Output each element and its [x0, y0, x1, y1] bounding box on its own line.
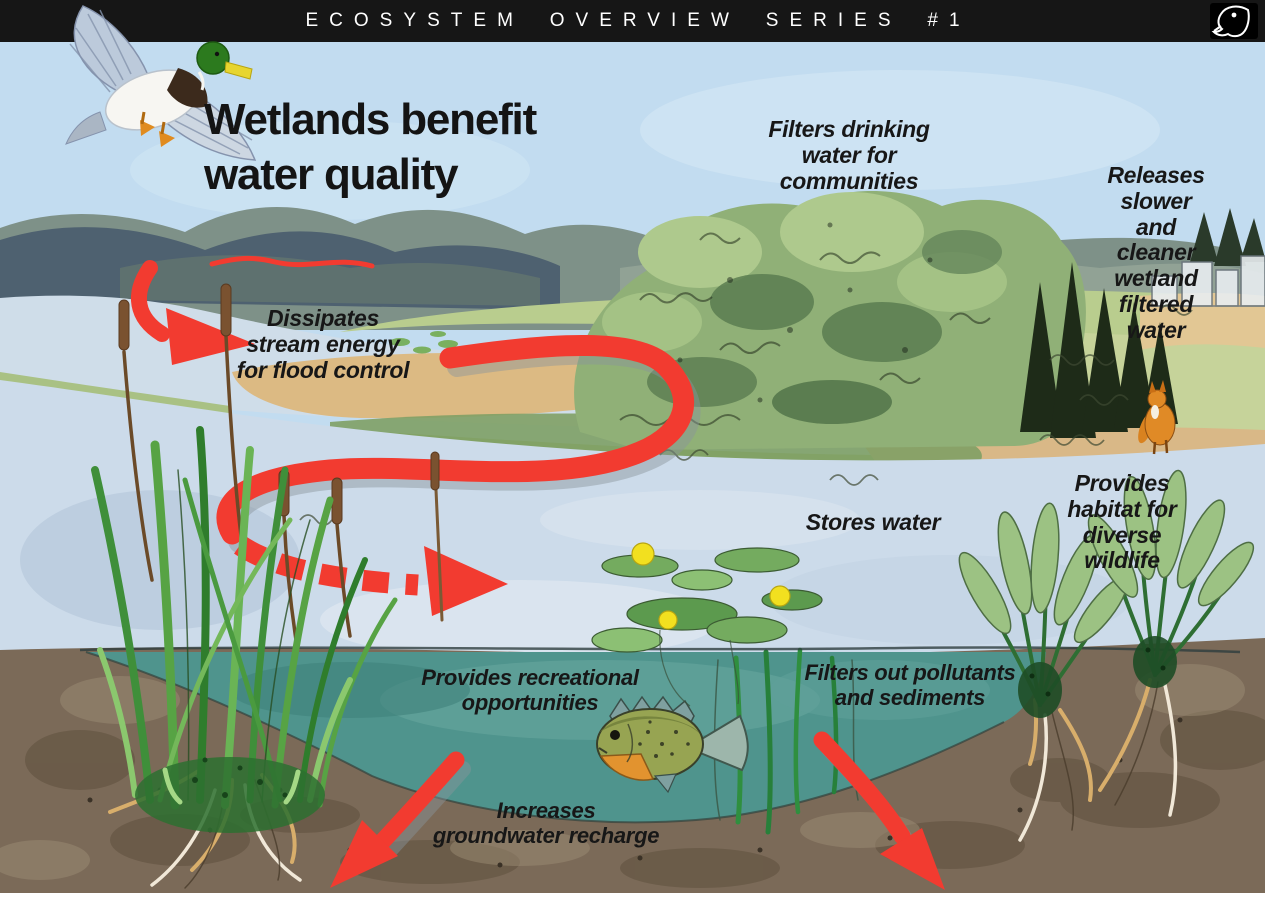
groundwater-arrow-right: [813, 731, 945, 890]
mallard-duck: [65, 5, 257, 161]
underwater-zone: [85, 651, 1046, 824]
banner: ECOSYSTEM OVERVIEW SERIES #1: [0, 0, 1265, 42]
label-recreational-opportunities: Provides recreational opportunities: [421, 665, 639, 715]
bluegill-fish: [596, 695, 749, 794]
town-sketch: [1148, 255, 1265, 307]
stream-arrowhead-lower: [424, 546, 508, 616]
stream-arrowhead-upper: [166, 308, 255, 365]
label-filters-pollutants: Filters out pollutants and sediments: [804, 660, 1016, 710]
fox: [1138, 380, 1176, 455]
label-groundwater-recharge: Increases groundwater recharge: [432, 798, 660, 848]
lily-pads: [591, 542, 823, 707]
banner-title: ECOSYSTEM OVERVIEW SERIES #1: [305, 10, 971, 31]
poster-title: Wetlands benefit water quality: [204, 95, 537, 200]
ducks-unlimited-logo-icon: [1210, 3, 1258, 39]
groundwater-arrow-left: [330, 751, 465, 888]
label-stores-water: Stores water: [805, 509, 941, 535]
cattail-reeds: [91, 283, 444, 833]
label-releases-slower-cleaner: Releases slower and cleaner wetland filt…: [1107, 162, 1205, 343]
tree-ink-dots: [677, 222, 933, 403]
label-dissipates-stream-energy: Dissipates stream energy for flood contr…: [236, 305, 410, 383]
label-filters-drinking-water: Filters drinking water for communities: [768, 116, 930, 194]
distant-stream-line: [209, 255, 375, 269]
label-provides-habitat: Provides habitat for diverse wildlife: [1067, 470, 1177, 574]
broadleaf-plants: [958, 469, 1255, 718]
dashed-flow-segment: [234, 536, 419, 596]
lily-flowers: [631, 542, 791, 630]
